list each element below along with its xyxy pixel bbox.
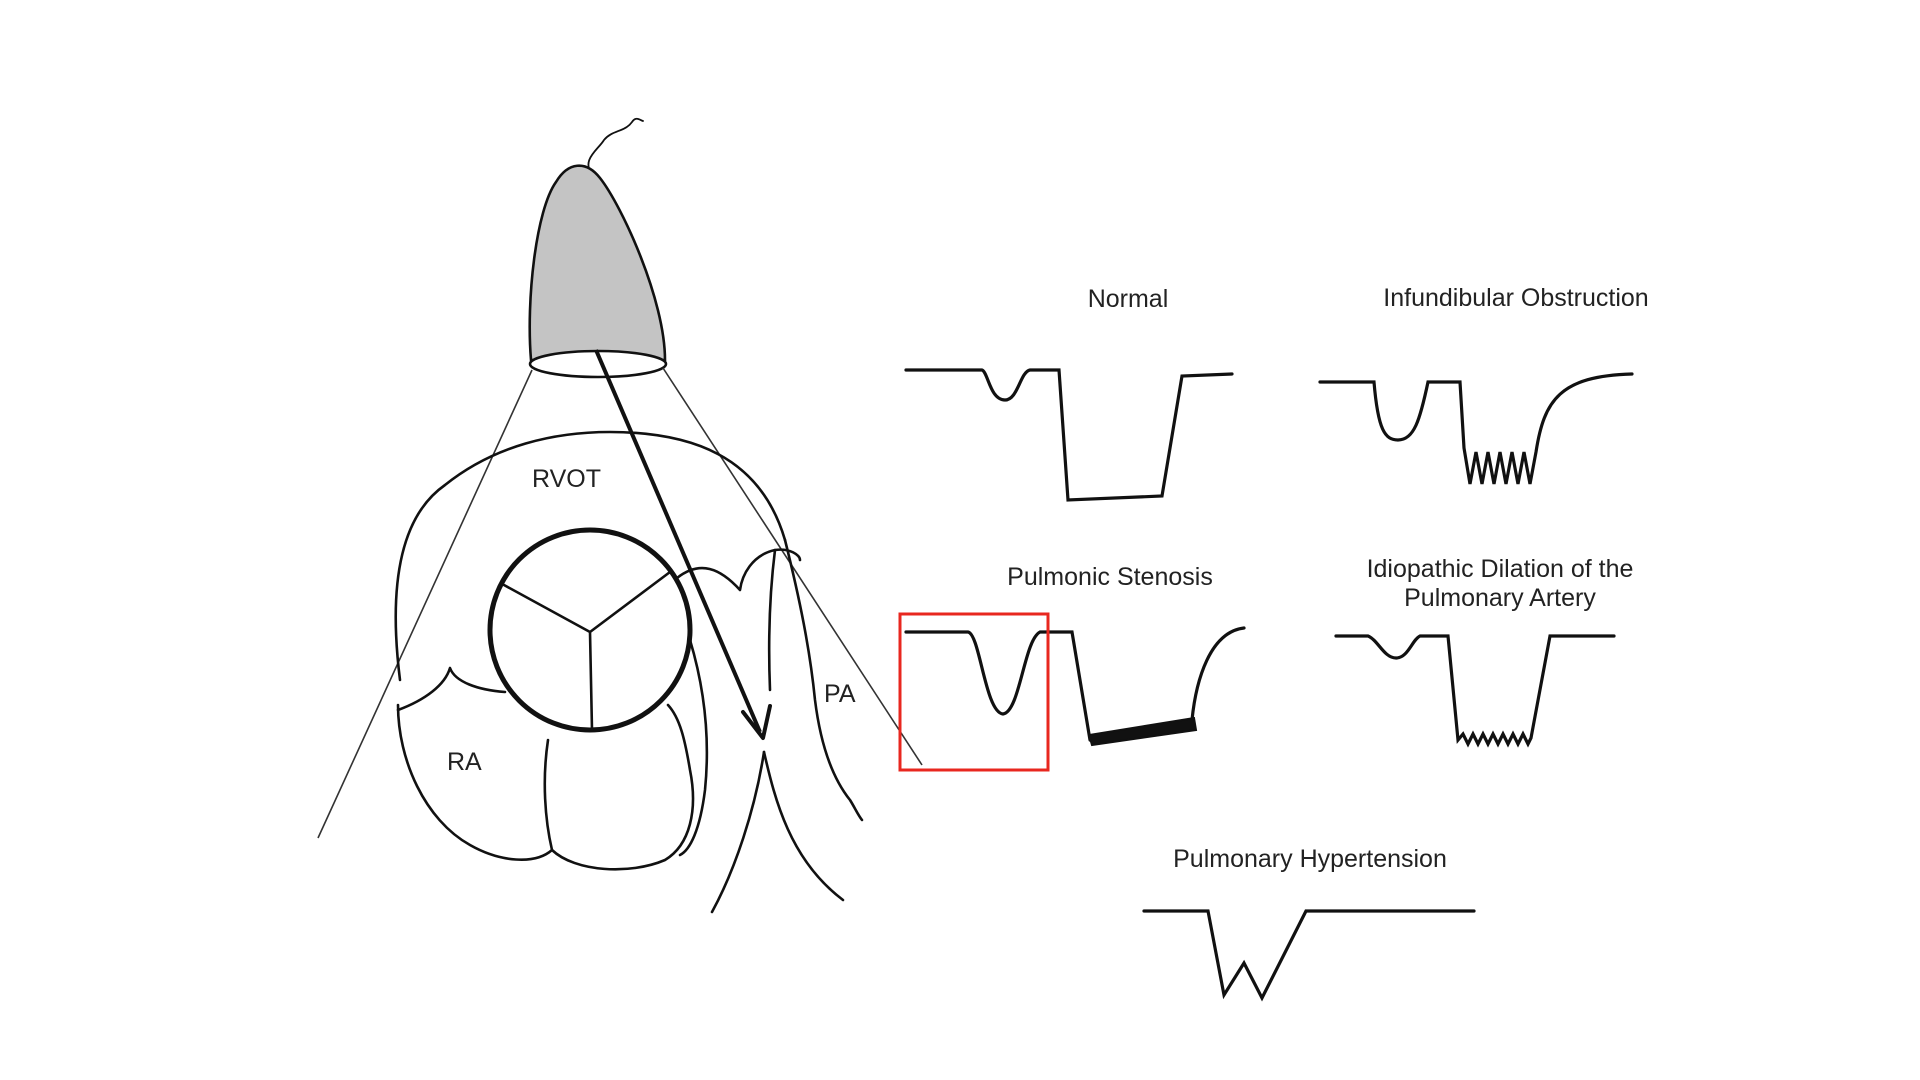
pa-wall-inner: [767, 548, 777, 692]
waveform-pulmonic-stenosis-title: Pulmonic Stenosis: [1007, 563, 1213, 591]
doppler-beam: [594, 349, 772, 740]
waveform-pulmonary-hypertension-trace: [1142, 909, 1476, 1002]
label-rvot: RVOT: [532, 465, 601, 493]
label-ra: RA: [447, 748, 482, 776]
rvot-outline: [394, 430, 787, 682]
pa-upper-cusps: [675, 548, 802, 592]
waveform-infundibular-title: Infundibular Obstruction: [1383, 284, 1648, 312]
pa-wall-left: [783, 538, 864, 822]
transducer-probe: [528, 117, 668, 379]
heart-anatomy: [394, 430, 864, 914]
pulmonic-stenosis-filled-envelope: [1087, 716, 1198, 747]
vessel-taper-right: [762, 750, 845, 902]
waveform-normal-title: Normal: [1088, 285, 1169, 313]
doppler-beam-line: [594, 349, 762, 733]
waveform-infundibular-obstruction: Infundibular Obstruction: [1318, 284, 1649, 485]
waveform-normal-trace: [904, 368, 1234, 502]
highlight-box: [898, 612, 1050, 772]
ra-outline: [396, 703, 554, 861]
waveform-pulmonary-hypertension-title: Pulmonary Hypertension: [1173, 845, 1447, 873]
ra-upper-cusp: [396, 666, 507, 712]
waveform-idiopathic-title-line2: Pulmonary Artery: [1404, 584, 1596, 612]
probe-body: [528, 164, 667, 362]
label-pa: PA: [824, 680, 856, 708]
waveform-idiopathic-title-line1: Idiopathic Dilation of the: [1367, 555, 1634, 583]
waveform-idiopathic-dilation: Idiopathic Dilation of the Pulmonary Art…: [1334, 555, 1634, 748]
doppler-beam-arrowhead: [741, 704, 772, 740]
right-lobe-outline: [678, 638, 709, 857]
waveform-pulmonic-stenosis: Pulmonic Stenosis: [898, 563, 1246, 772]
pulmonary-valve-ring: [487, 527, 693, 733]
waveform-normal: Normal: [904, 285, 1234, 502]
waveform-idiopathic-trace: [1334, 634, 1616, 748]
waveform-pulmonary-hypertension: Pulmonary Hypertension: [1142, 845, 1476, 1002]
pulmonary-valve-leaflets: [502, 570, 672, 732]
lower-lobe-outline: [543, 703, 695, 871]
waveform-infundibular-trace: [1318, 372, 1634, 485]
sector-line-left: [317, 369, 533, 839]
probe-cable: [587, 117, 644, 177]
waveform-pulmonic-stenosis-trace: [904, 626, 1246, 742]
vessel-taper-left: [710, 750, 766, 914]
